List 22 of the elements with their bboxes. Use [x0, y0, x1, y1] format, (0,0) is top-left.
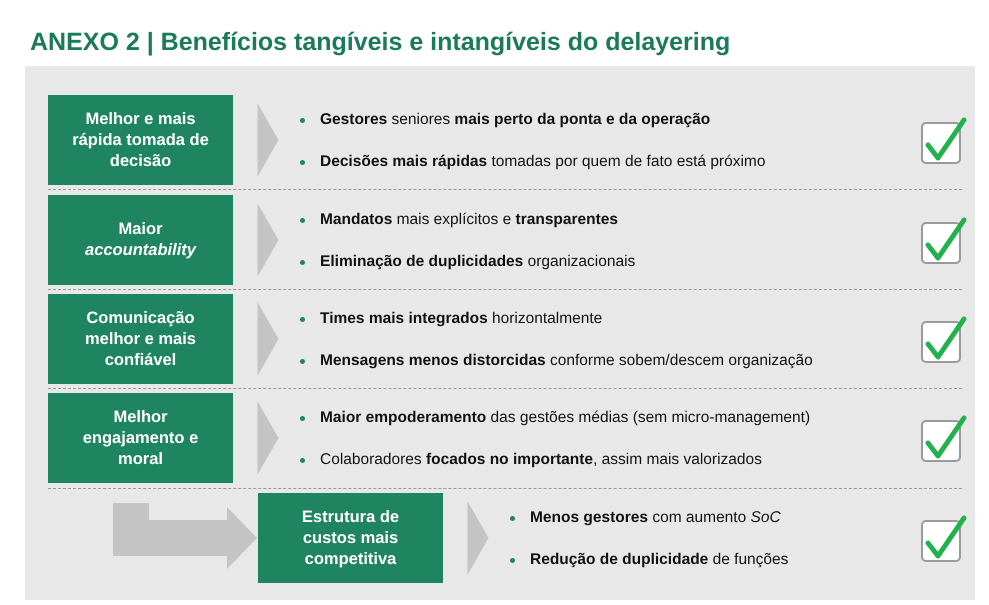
category-box: Maior accountability [48, 195, 233, 285]
bullet-text: Decisões mais rápidas tomadas por quem de fato está próximo [300, 153, 766, 171]
bullet-text: Redução de duplicidade de funções [510, 551, 788, 569]
chevron-arrow [258, 103, 279, 177]
bullet-text: Mandatos mais explícitos e transparentes [300, 211, 618, 229]
category-box: Estrutura de custos mais competitiva [258, 493, 443, 583]
category-box: Melhor engajamento e moral [48, 393, 233, 483]
bullet-text: Eliminação de duplicidades organizacionais [300, 253, 636, 271]
bullet-text: Gestores seniores mais perto da ponta e da operação [300, 111, 710, 129]
bullet-text: Maior empoderamento das gestões médias (sem micro-management) [300, 409, 810, 427]
chevron-arrow [468, 501, 489, 575]
chevron-arrow [258, 302, 279, 376]
bullet-text: Times mais integrados horizontalmente [300, 310, 602, 328]
bullet-text: Mensagens menos distorcidas conforme sobem/descem organização [300, 352, 813, 370]
category-box: Comunicação melhor e mais confiável [48, 294, 233, 384]
bullet-text: Colaboradores focados no importante, assim mais valorizados [300, 451, 762, 469]
chevron-arrow [258, 401, 279, 475]
bullet-text: Menos gestores com aumento SoC [510, 509, 781, 527]
bent-arrow [113, 503, 257, 569]
title: ANEXO 2 | Benefícios tangíveis e intangíveis do delayering [30, 28, 730, 57]
chevron-arrow [258, 203, 279, 277]
category-box: Melhor e mais rápida tomada de decisão [48, 95, 233, 185]
